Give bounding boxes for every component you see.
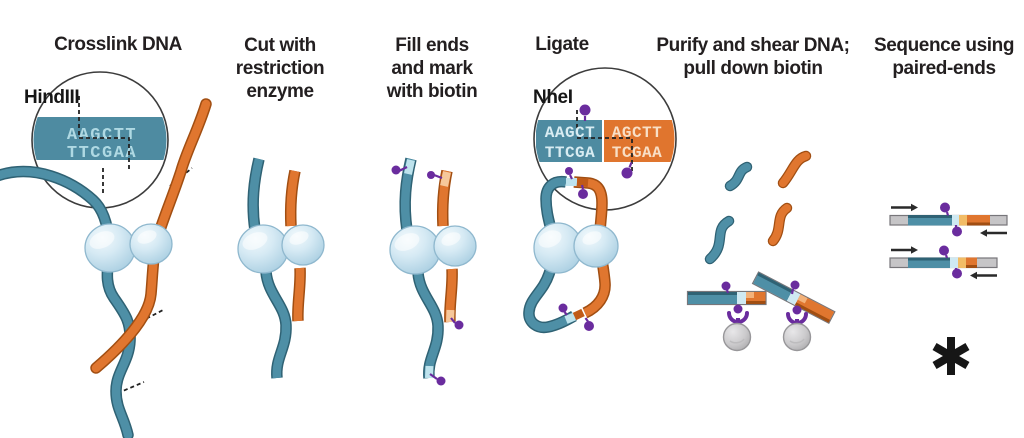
filled-dna-strands (399, 157, 458, 379)
panel-title: Ligate (535, 34, 589, 55)
teal-strand-bottom (413, 272, 443, 379)
sheared-fragments (704, 150, 812, 265)
biotin-icon (578, 189, 588, 199)
protein-complex (237, 224, 325, 274)
panel-title-line2: pull down biotin (683, 58, 822, 79)
paired-end-read-1 (889, 202, 1008, 237)
protein-complex (84, 223, 173, 273)
orange-strand-top (286, 170, 300, 227)
panel-crosslink-dna: Crosslink DNA AAGCTT TTCGAA HindIII (0, 34, 212, 438)
bead-icon (782, 322, 812, 352)
sequence-right-top: AGCTT (612, 124, 663, 142)
orange-fragment (769, 204, 791, 245)
biotin-icon (733, 304, 743, 314)
cut-mark-dashed (110, 381, 145, 397)
panel-title-line1: Fill ends (395, 35, 468, 56)
ligation-junction-blue (564, 312, 577, 324)
cut-site-dashed-line (576, 110, 633, 171)
sequence-top-strand: AAGCTT (67, 126, 137, 145)
teal-fragment (726, 163, 751, 190)
biotin-icon (952, 268, 962, 279)
ligated-site-orange-block (604, 120, 675, 162)
orange-strand-bottom (293, 267, 305, 322)
biotin-icon (621, 167, 633, 179)
cut-mark-dashed (133, 308, 166, 326)
asterisk-footnote-marker (932, 337, 970, 375)
pulled-down-fragment-2 (751, 271, 836, 325)
ligated-site-teal-block (536, 120, 602, 162)
protein-complex (533, 222, 619, 274)
panel-title-line2: and mark (391, 58, 473, 79)
orange-fragment (779, 152, 810, 187)
biotin-icon (939, 245, 949, 256)
block-seam (602, 120, 604, 162)
biotin-icon (391, 165, 401, 175)
streptavidin-beads (721, 280, 812, 352)
filled-end-blue (425, 365, 434, 379)
cut-site-dashed-line (78, 96, 130, 171)
enzyme-label-nhei: NheI (533, 87, 573, 108)
panel-sequence-paired-ends: Sequence using paired-ends (874, 35, 1014, 375)
panel-fill-ends-mark-biotin: Fill ends and mark with biotin (386, 35, 478, 386)
sequence-bottom-strand: TTCGAA (67, 144, 137, 163)
teal-loop-strand (524, 177, 577, 332)
ligation-junction-orange (576, 178, 589, 187)
bead-icon (722, 322, 752, 352)
filled-end-orange (446, 309, 455, 323)
ligation-junction-orange (572, 308, 585, 321)
biotin-icon (721, 281, 731, 291)
filled-end-blue (404, 159, 415, 175)
biotin-markers (558, 104, 633, 331)
biotin-icon (584, 321, 594, 331)
biotin-icon (940, 202, 950, 213)
sequence-left-top: AAGCT (545, 124, 596, 142)
sequence-right-bottom: TCGAA (612, 144, 663, 162)
panel-title-line1: Purify and shear DNA; (656, 35, 849, 56)
biotin-icon (790, 280, 800, 290)
enzyme-label-hindiii: HindIII (24, 87, 79, 108)
sequence-left-bottom: TTCGA (545, 144, 596, 162)
biotin-icon (427, 171, 435, 179)
biotin-icon (579, 104, 591, 116)
panel-title-line1: Cut with (244, 35, 316, 56)
panel-title-line1: Sequence using (874, 35, 1014, 56)
junction-filled-end (786, 290, 801, 306)
panel-cut-with-restriction-enzyme: Cut with restriction enzyme (236, 35, 325, 379)
panel-title-line3: with biotin (386, 81, 478, 102)
panel-purify-shear-pulldown: Purify and shear DNA; pull down biotin (656, 35, 850, 352)
teal-strand-bottom (261, 271, 291, 379)
panel-title-line2: paired-ends (892, 58, 995, 79)
biotin-icon (952, 226, 962, 237)
protein-complex (389, 225, 477, 275)
biotin-markers (391, 165, 464, 386)
panel-ligate: Ligate AAGCT TTCGA AGCTT TCGAA (523, 34, 677, 334)
biotin-icon (565, 167, 573, 175)
panel-title: Crosslink DNA (54, 34, 183, 55)
pulled-down-fragment-1 (686, 290, 767, 306)
junction-filled-end (737, 292, 746, 304)
panel-title-line2: restriction (236, 58, 325, 79)
biotin-icon (454, 320, 464, 330)
paired-end-read-2 (889, 245, 998, 280)
biotin-icon (436, 376, 446, 386)
biotin-icon (558, 303, 568, 313)
cut-dna-strands (247, 157, 306, 379)
teal-fragment (706, 217, 733, 263)
teal-strand-top (248, 158, 264, 231)
filled-end-orange (440, 171, 451, 187)
panel-title-line3: enzyme (246, 81, 313, 102)
biotin-icon (792, 305, 802, 315)
teal-dna-strand (0, 167, 135, 438)
